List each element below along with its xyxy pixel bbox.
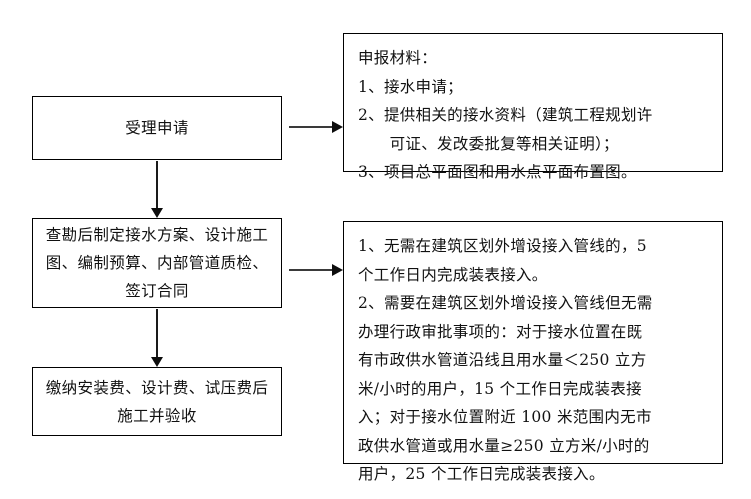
annotation-required-materials: 申报材料： 1、接水申请； 2、提供相关的接水资料（建筑工程规划许 可证、发改委… [343, 33, 723, 181]
connector-accept-to-materials-arrow [289, 126, 333, 128]
flow-node-accept-application: 受理申请 [32, 96, 282, 160]
flow-node-payment-and-acceptance: 缴纳安装费、设计费、试压费后施工并验收 [32, 367, 282, 436]
annotation-processing-timeline: 1、无需在建筑区划外增设接入管线的，5 个工作日内完成装表接入。 2、需要在建筑… [343, 221, 723, 483]
connector-plan-to-timeline-arrow [289, 269, 333, 271]
flow-node-survey-and-plan: 查勘后制定接水方案、设计施工图、编制预算、内部管道质检、签订合同 [32, 218, 282, 308]
connector-accept-to-plan-arrow [156, 161, 158, 209]
connector-plan-to-payment-arrow [156, 309, 158, 358]
